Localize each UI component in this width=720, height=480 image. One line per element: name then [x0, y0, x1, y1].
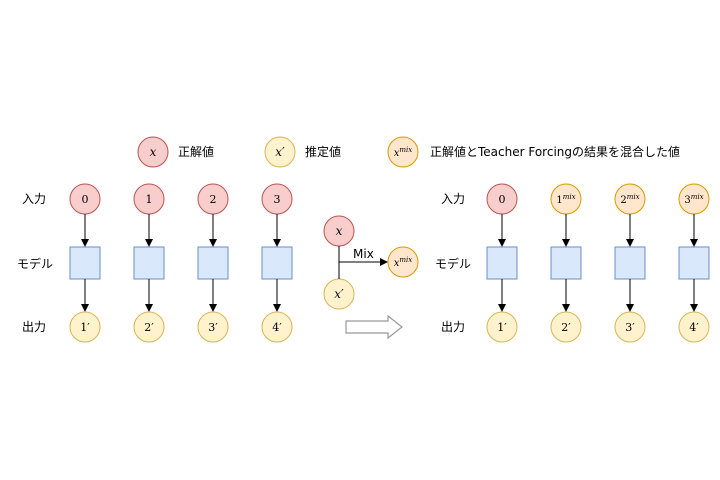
left-output-node-0 — [69, 311, 101, 343]
left-model-box-3 — [261, 246, 293, 280]
left-row-label-input: 入力 — [22, 192, 46, 206]
right-output-node-2 — [614, 311, 646, 343]
left-output-node-3 — [261, 311, 293, 343]
left-input-label-0: 0 — [82, 193, 89, 206]
legend-est-label: 推定値 — [305, 144, 341, 159]
left-output-label-2: 3′ — [208, 321, 218, 334]
left-output-node-2 — [197, 311, 229, 343]
legend: x 正解値 x′ 推定値 xmix 正解値とTeacher Forcingの結果… — [137, 136, 680, 168]
mix-true-symbol: x — [336, 224, 343, 238]
left-model-box-2 — [197, 246, 229, 280]
right-output-label-2: 3′ — [625, 321, 635, 334]
legend-true-label: 正解値 — [178, 144, 214, 159]
legend-est-circle — [264, 136, 296, 168]
mix-est-symbol: x′ — [334, 287, 344, 301]
right-input-label-1: 1mix — [556, 193, 575, 206]
mix-output-node — [387, 246, 419, 278]
left-model-box-0 — [69, 246, 101, 280]
left-row-label-model: モデル — [17, 256, 53, 271]
legend-mix-circle — [387, 136, 419, 168]
right-output-label-3: 4′ — [689, 321, 699, 334]
right-input-label-0: 0 — [499, 193, 506, 206]
left-input-label-3: 3 — [274, 193, 281, 206]
left-output-label-3: 4′ — [272, 321, 282, 334]
right-model-box-0 — [486, 246, 518, 280]
right-model-box-2 — [614, 246, 646, 280]
left-input-label-2: 2 — [210, 193, 217, 206]
legend-est-symbol: x′ — [275, 145, 285, 159]
right-output-label-0: 1′ — [497, 321, 507, 334]
left-model-box-1 — [133, 246, 165, 280]
legend-true-circle — [137, 136, 169, 168]
right-row-label-model: モデル — [435, 256, 471, 271]
left-panel: 入力 モデル 出力 0 1′ 1 2′ 2 3′ 3 4′ — [17, 183, 293, 343]
transition-arrow — [345, 314, 403, 340]
right-output-node-0 — [486, 311, 518, 343]
mix-operation: x x′ Mix xmix — [323, 215, 419, 340]
legend-mix-symbol: xmix — [394, 146, 413, 159]
mix-label: Mix — [353, 247, 374, 261]
right-output-node-1 — [550, 311, 582, 343]
right-output-label-1: 2′ — [561, 321, 571, 334]
mix-output-symbol: xmix — [394, 256, 413, 269]
legend-true-symbol: x — [150, 145, 157, 159]
right-input-label-3: 3mix — [684, 193, 703, 206]
left-row-label-output: 出力 — [22, 320, 46, 334]
right-row-label-output: 出力 — [441, 320, 465, 334]
right-model-box-3 — [678, 246, 710, 280]
left-output-label-0: 1′ — [80, 321, 90, 334]
left-input-label-1: 1 — [146, 193, 153, 206]
right-panel: 入力 モデル 出力 0 1′ 1mix 2′ 2mix 3′ 3mix — [435, 183, 710, 343]
legend-mix-label: 正解値とTeacher Forcingの結果を混合した値 — [430, 144, 680, 159]
right-input-label-2: 2mix — [620, 193, 639, 206]
left-output-label-1: 2′ — [144, 321, 154, 334]
left-output-node-1 — [133, 311, 165, 343]
right-row-label-input: 入力 — [441, 192, 465, 206]
right-output-node-3 — [678, 311, 710, 343]
right-model-box-1 — [550, 246, 582, 280]
